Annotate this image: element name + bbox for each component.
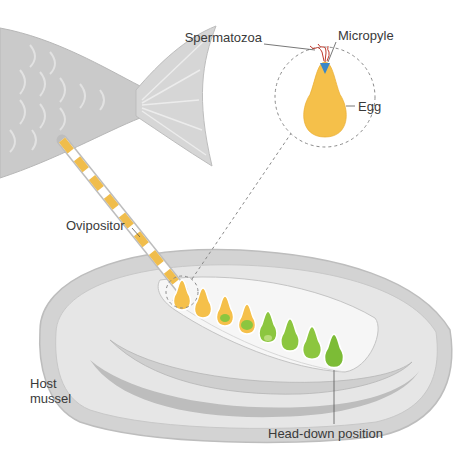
egg xyxy=(195,288,212,318)
fish-scales xyxy=(10,45,104,152)
part-label: Ovipositor xyxy=(66,218,146,233)
egg xyxy=(239,304,256,334)
leader-line xyxy=(334,370,335,424)
part-label: Host mussel xyxy=(30,376,80,406)
mussel-shell xyxy=(40,250,452,443)
part-label: Micropyle xyxy=(338,28,428,43)
embryo xyxy=(264,335,272,341)
leader-line xyxy=(346,106,355,107)
part-label: Spermatozoa xyxy=(170,30,262,45)
spermatozoa xyxy=(310,44,329,62)
ovipositor-tube xyxy=(62,140,182,290)
egg xyxy=(303,326,322,359)
egg xyxy=(281,319,299,351)
fin-rays xyxy=(142,40,206,155)
leader-line xyxy=(264,44,315,50)
egg-enlarged xyxy=(304,62,346,137)
egg xyxy=(217,296,234,326)
ovipositor-outline xyxy=(62,140,182,290)
fish-tail xyxy=(136,26,216,166)
ovipositor-stripes xyxy=(62,140,182,290)
leader-line xyxy=(132,228,140,237)
embryo xyxy=(220,314,230,322)
egg-row xyxy=(174,280,344,368)
egg xyxy=(174,280,191,310)
zoom-line xyxy=(192,132,292,279)
egg xyxy=(259,311,277,343)
part-label: Head-down position xyxy=(268,426,448,441)
mussel-inner xyxy=(56,265,438,429)
micropyle-mark xyxy=(320,63,330,74)
egg xyxy=(324,334,343,368)
embryo xyxy=(241,320,253,330)
leader-line xyxy=(328,42,336,62)
zoom-marker xyxy=(166,276,198,308)
mussel-gill xyxy=(158,277,378,372)
part-label: Egg xyxy=(358,99,418,114)
